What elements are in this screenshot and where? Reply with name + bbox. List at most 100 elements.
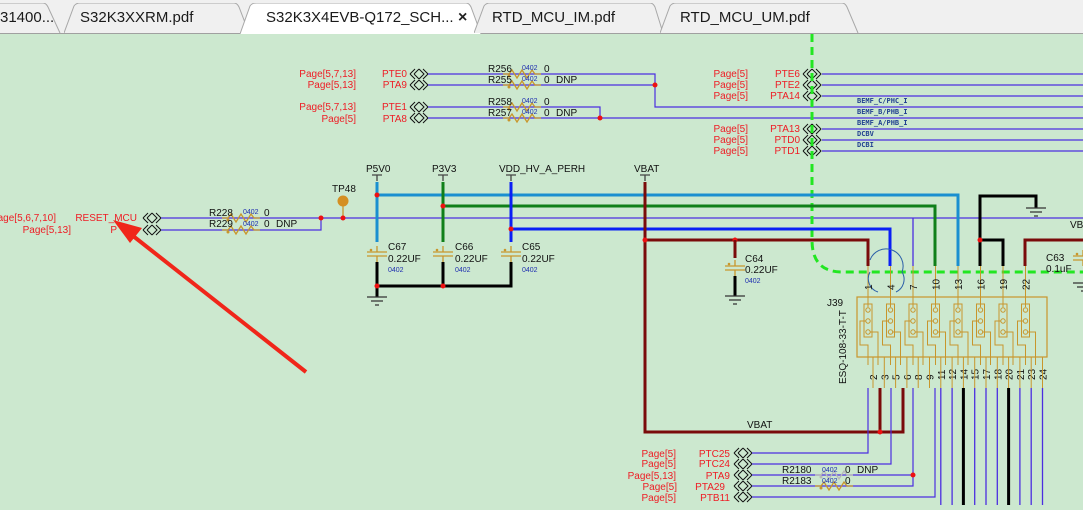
- page-ref: Page[5,13]: [23, 225, 72, 236]
- resistor-package: 0402: [243, 209, 259, 216]
- dnp-label: DNP: [556, 75, 577, 86]
- resistor-package: 0402: [822, 478, 838, 485]
- testpoint-label: TP48: [332, 184, 356, 195]
- resistor-package: 0402: [822, 467, 838, 474]
- connector-part-number: ESQ-108-33-T-T: [838, 310, 849, 384]
- capacitor-package: 0402: [388, 267, 404, 274]
- tab-label: RTD_MCU_IM.pdf: [492, 9, 616, 26]
- junction-dot: [318, 215, 324, 221]
- junction-dot: [652, 82, 658, 88]
- tab-shape: [64, 3, 250, 33]
- capacitor-value: 0.22UF: [388, 254, 421, 265]
- port-label: PTA14: [770, 91, 800, 102]
- capacitor-ref: C66: [455, 242, 474, 253]
- offpage-connector-icon: [142, 224, 162, 236]
- resistor-value: 0: [544, 97, 550, 108]
- page-ref: Page[5,7,13]: [299, 102, 356, 113]
- resistor-value: 0: [264, 208, 270, 219]
- vbat-net: [643, 182, 905, 434]
- connector-pin-label: 18: [993, 368, 1004, 380]
- tab-s32k3x4evb-sch[interactable]: S32K3X4EVB-Q172_SCH... ×: [240, 3, 482, 34]
- offpage-connector-icon: [409, 101, 429, 113]
- dnp-label: DNP: [857, 465, 878, 476]
- offpage-connector-icon: [409, 112, 429, 124]
- capacitor-package: 0402: [745, 278, 761, 285]
- p5v0-net: [375, 182, 960, 266]
- reset-wires: [161, 217, 1083, 231]
- resistor-value: 0: [544, 108, 550, 119]
- page-ref: Page[5]: [714, 124, 749, 135]
- p3v3-net: [441, 182, 937, 266]
- capacitor-ref: C63: [1046, 253, 1065, 264]
- ground-icon: [1025, 207, 1047, 217]
- tab-shape: [660, 3, 859, 33]
- top-wires: [428, 73, 1083, 119]
- port-label: PTA9: [706, 471, 731, 482]
- resistor-value: 0: [544, 75, 550, 86]
- pin-marker-arc: [867, 248, 905, 293]
- page-ref: Page[5]: [714, 80, 749, 91]
- connector-pin-label: 24: [1039, 368, 1050, 380]
- resistor-value: 0: [845, 476, 851, 487]
- port-label: PTA29: [695, 482, 725, 493]
- resistor-ref: R257: [488, 108, 512, 119]
- port-label: PTB11: [700, 493, 730, 504]
- connector-pin-label: 15: [971, 368, 982, 380]
- port-label: PTA13: [770, 124, 800, 135]
- offpage-connector-icon: [409, 79, 429, 91]
- connector-pin-label: 14: [959, 368, 970, 380]
- resistor-value: 0: [845, 465, 851, 476]
- tab-s32k3xxrm[interactable]: S32K3XXRM.pdf: [64, 3, 250, 33]
- offpage-connector-icon: [733, 447, 753, 459]
- ground-net: [375, 262, 513, 297]
- tab-shape: [240, 3, 482, 34]
- page-ref: Page[5]: [642, 449, 677, 460]
- connector-pin-label: 3: [880, 374, 891, 380]
- resistor-ref: R2180: [782, 465, 812, 476]
- port-label: PTC24: [699, 459, 731, 470]
- capacitor-ref: C67: [388, 242, 407, 253]
- port-label: PTD0: [774, 135, 800, 146]
- page-ref: Page[5]: [642, 459, 677, 470]
- rail-label: P3V3: [432, 164, 457, 175]
- connector-ref: J39: [827, 298, 844, 309]
- page-ref: Page[5]: [322, 114, 357, 125]
- tab-rtd-mcu-im[interactable]: RTD_MCU_IM.pdf: [474, 3, 664, 33]
- page-ref: Page[5,6,7,10]: [0, 213, 56, 224]
- offpage-connector-icon: [409, 68, 429, 80]
- ground-icon: [1072, 282, 1083, 292]
- rail-label: VDD_HV_A_PERH: [499, 164, 585, 175]
- page-ref: Page[5,7,13]: [299, 69, 356, 80]
- close-icon[interactable]: ×: [458, 9, 468, 26]
- page-ref: Page[5]: [714, 69, 749, 80]
- vbat-net-label: VBAT: [747, 420, 772, 431]
- vdd-hv-net: [509, 182, 892, 266]
- capacitor-package: 0402: [455, 267, 471, 274]
- resistor-ref: R256: [488, 64, 512, 75]
- bottom-port-group: Page[5] PTC25 Page[5] PTC24 Page[5,13] P…: [628, 447, 753, 504]
- resistor-ref: R258: [488, 97, 512, 108]
- connector-pin-label: 5: [892, 374, 903, 380]
- tab-label: S32K3XXRM.pdf: [80, 9, 194, 26]
- right-port-group: Page[5] PTE6 Page[5] PTE2 Page[5] PTA14 …: [714, 68, 822, 157]
- power-rail-labels: P5V0 P3V3 VDD_HV_A_PERH VBAT: [366, 164, 659, 175]
- port-label: P: [110, 225, 117, 236]
- connector-pin-label: 7: [909, 284, 920, 290]
- tab-rtd-mcu-um[interactable]: RTD_MCU_UM.pdf: [660, 3, 860, 33]
- tab-label: S32K3X4EVB-Q172_SCH...: [266, 9, 454, 26]
- connector-pin-label: 16: [977, 278, 988, 290]
- offpage-connector-icon: [142, 212, 162, 224]
- connector-pin-label: 4: [887, 284, 898, 290]
- connector-pin-label: 2: [869, 374, 880, 380]
- tab-label: 31400...: [0, 9, 55, 26]
- junction-dot: [340, 215, 346, 221]
- offpage-connector-icon: [733, 469, 753, 481]
- schematic-sheet: Page[5,7,13] PTE0 Page[5,13] PTA9 Page[5…: [0, 34, 1083, 505]
- port-label: PTE1: [382, 102, 407, 113]
- connector-pin-label: 6: [903, 374, 914, 380]
- resistor-ref: R2183: [782, 476, 812, 487]
- ground-icon: [366, 296, 388, 306]
- tab-31400[interactable]: 31400...: [0, 3, 68, 33]
- schematic-canvas[interactable]: Page[5,7,13] PTE0 Page[5,13] PTA9 Page[5…: [0, 34, 1083, 505]
